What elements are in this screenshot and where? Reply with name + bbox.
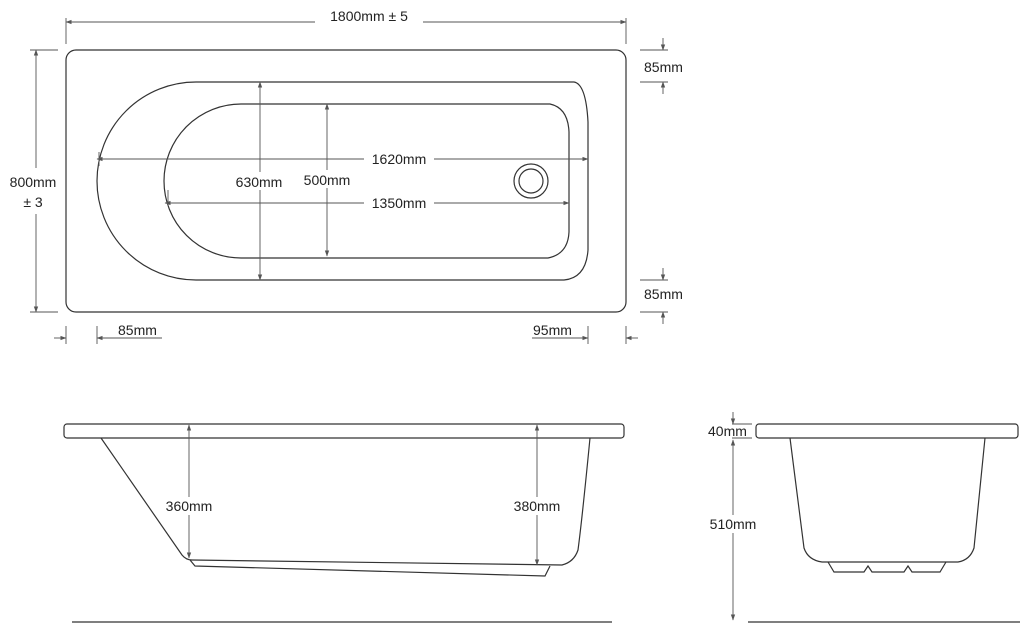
outer-bowl-outline — [96, 81, 589, 281]
end-rim-thickness-label: 40mm — [708, 423, 747, 439]
inner-bowl-outline — [163, 103, 570, 259]
rim-right-label: 95mm — [533, 322, 572, 338]
rim-top-label: 85mm — [644, 59, 683, 75]
side-depth-left-label: 360mm — [166, 498, 213, 514]
end-feet — [827, 561, 947, 573]
overall-width-label: 800mm — [10, 174, 57, 190]
bath-rim-outline — [65, 49, 627, 313]
rim-bottom-label: 85mm — [644, 286, 683, 302]
rim-left-label: 85mm — [118, 322, 157, 338]
outer-bowl-width-label: 630mm — [236, 174, 283, 190]
side-base-outline — [189, 559, 551, 577]
side-depth-right-label: 380mm — [514, 498, 561, 514]
side-rim — [63, 423, 625, 439]
end-body-outline — [789, 437, 986, 563]
side-body-outline — [100, 437, 591, 566]
end-view: 40mm 510mm — [703, 412, 1020, 623]
overall-length-label: 1800mm ± 5 — [330, 8, 408, 24]
waste-outlet-inner — [518, 168, 544, 194]
inner-bowl-width-label: 500mm — [304, 172, 351, 188]
plan-view: 1800mm ± 5 800mm ± 3 1620mm 1350mm 630mm — [2, 6, 683, 344]
waste-outlet-outer — [513, 163, 549, 199]
end-rim — [755, 423, 1019, 439]
side-view: 360mm 380mm — [63, 423, 625, 623]
overall-width-tolerance-label: ± 3 — [23, 194, 43, 210]
outer-bowl-length-label: 1620mm — [372, 151, 426, 167]
end-total-height-label: 510mm — [710, 516, 757, 532]
inner-bowl-length-label: 1350mm — [372, 195, 426, 211]
